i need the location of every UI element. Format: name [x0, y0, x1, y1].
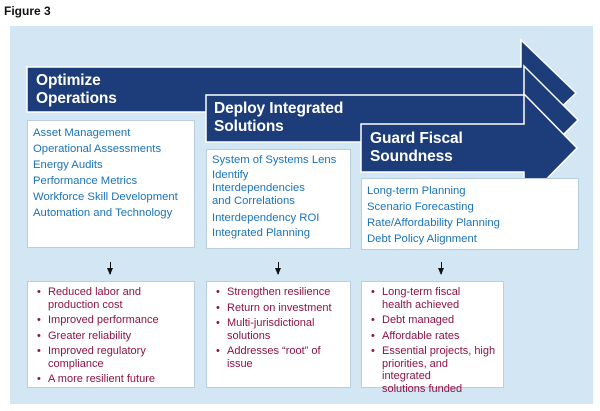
bullet-icon: •: [37, 345, 41, 357]
outcome-item: • Improved performance: [37, 314, 189, 327]
outcome-line: Reduced labor and: [48, 286, 141, 298]
bullet-icon: •: [216, 301, 220, 314]
bullet-icon: •: [37, 314, 41, 326]
activities-list: Long-term Planning Scenario Forecasting …: [362, 179, 578, 251]
title-line: Deploy Integrated: [214, 100, 344, 117]
outcome-line: Improved regulatory: [48, 345, 146, 357]
activity-item: Interdependencies: [212, 182, 305, 195]
title-line: Guard Fiscal: [370, 130, 463, 147]
outcome-item: • Return on investment: [216, 302, 345, 315]
figure-label: Figure 3: [4, 4, 51, 18]
arrow-guard-fiscal-soundness: [360, 92, 579, 204]
activities-box-optimize: Asset Management Operational Assessments…: [27, 120, 195, 248]
outcome-line: Essential projects, high: [382, 345, 496, 357]
activities-list: Asset Management Operational Assessments…: [28, 121, 194, 225]
down-arrow-icon: [275, 262, 281, 275]
bullet-icon: •: [37, 286, 41, 298]
outcome-line: solutions: [227, 329, 271, 342]
outcome-line: Strengthen resilience: [227, 286, 331, 298]
bullet-icon: •: [216, 286, 220, 298]
activity-item: Energy Audits: [33, 159, 103, 171]
activity-item: Interdependency ROI: [212, 212, 320, 225]
outcome-line: Debt managed: [382, 314, 455, 326]
outcome-line: compliance: [48, 357, 104, 370]
title-optimize-operations: Optimize Operations: [36, 72, 117, 108]
outcomes-list: • Strengthen resilience • Return on invest…: [207, 282, 350, 370]
activity-item: Workforce Skill Development: [33, 191, 178, 203]
outcome-line: solutions funded: [382, 382, 463, 395]
outcome-item: • A more resilient future: [37, 373, 189, 386]
outcome-line: priorities, and integrated: [382, 357, 449, 383]
activity-item: Rate/Affordability Planning: [367, 217, 500, 229]
activity-item: Operational Assessments: [33, 143, 162, 155]
activity-item: Asset Management: [33, 127, 131, 139]
outcome-line: Addresses “root” of issue: [227, 345, 321, 370]
activity-item: Performance Metrics: [33, 175, 138, 187]
outcome-item: • Greater reliability: [37, 330, 189, 343]
title-line: Soundness: [370, 148, 453, 165]
title-deploy-integrated-solutions: Deploy Integrated Solutions: [214, 100, 343, 136]
activities-box-deploy: System of Systems Lens Identify Interdep…: [206, 149, 351, 249]
bullet-icon: •: [371, 286, 375, 298]
activity-item: Integrated Planning: [212, 227, 310, 240]
down-arrow-icon: [438, 262, 444, 275]
outcome-item: • Addresses “root” of issue: [216, 345, 345, 370]
activity-item: Debt Policy Alignment: [367, 233, 477, 245]
activity-item: Automation and Technology: [33, 207, 173, 219]
outcome-item: • Affordable rates: [371, 330, 498, 343]
activity-item: Scenario Forecasting: [367, 201, 474, 213]
outcome-line: A more resilient future: [48, 373, 155, 385]
outcome-line: Long-term fiscal: [382, 286, 461, 298]
outcome-line: Multi-jurisdictional: [227, 317, 315, 329]
outcome-item: • Strengthen resilience: [216, 286, 345, 299]
bullet-icon: •: [37, 329, 41, 342]
bullet-icon: •: [371, 314, 375, 326]
bullet-icon: •: [371, 329, 375, 342]
bullet-icon: •: [216, 345, 220, 357]
activities-list: System of Systems Lens Identify Interdep…: [207, 150, 350, 246]
title-line: Solutions: [214, 118, 284, 135]
down-arrow-icon: [107, 262, 113, 275]
bullet-icon: •: [37, 373, 41, 385]
activity-item: Long-term Planning: [367, 185, 466, 197]
title-line: Operations: [36, 90, 117, 107]
outcome-line: Greater reliability: [48, 329, 132, 342]
outcome-line: production cost: [48, 298, 123, 311]
activity-item: System of Systems Lens: [212, 154, 337, 166]
outcome-line: Affordable rates: [382, 329, 460, 342]
outcomes-box-deploy: • Strengthen resilience • Return on invest…: [206, 281, 351, 388]
bullet-icon: •: [216, 317, 220, 329]
bullet-icon: •: [371, 345, 375, 357]
activity-item: Identify: [212, 169, 249, 182]
activities-box-guard: Long-term Planning Scenario Forecasting …: [361, 178, 579, 250]
outcome-line: Improved performance: [48, 314, 159, 326]
title-line: Optimize: [36, 72, 101, 89]
outcome-item: • Debt managed: [371, 314, 498, 327]
activity-item: and Correlations: [212, 195, 295, 208]
outcome-line: health achieved: [382, 298, 460, 311]
title-guard-fiscal-soundness: Guard Fiscal Soundness: [370, 130, 463, 166]
outcome-line: Return on investment: [227, 301, 332, 314]
